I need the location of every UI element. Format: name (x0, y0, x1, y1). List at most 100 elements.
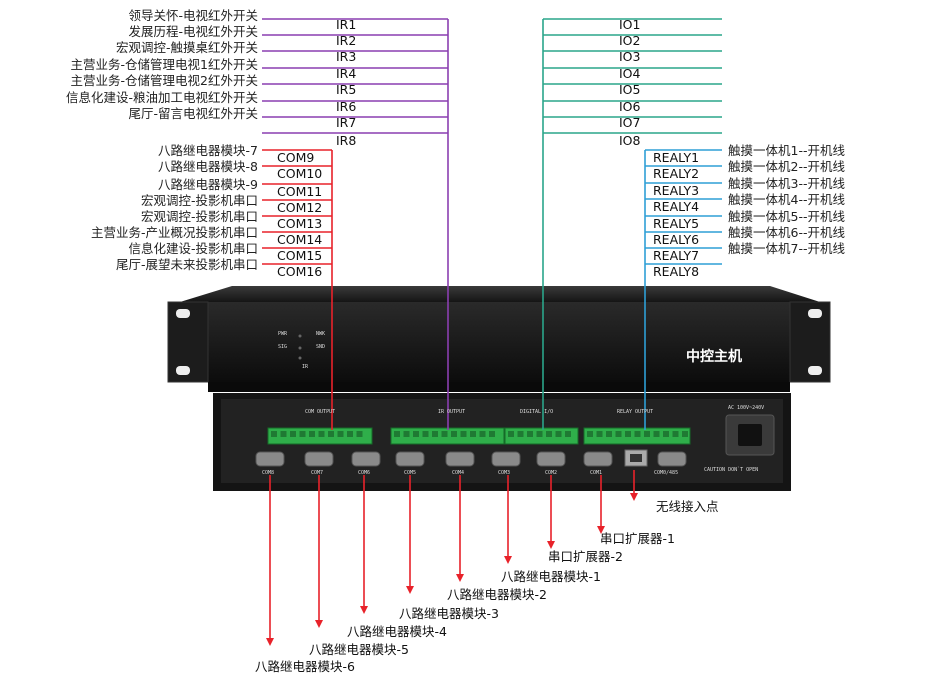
com-port-12: COM12 (277, 201, 322, 215)
terminal-screw (442, 431, 448, 437)
ir-label-3: 宏观调控-触摸桌红外开关 (116, 41, 258, 55)
relay-port-8: REALY8 (653, 265, 699, 279)
ir-label-6: 信息化建设-粮油加工电视红外开关 (66, 91, 258, 105)
terminal-screw (281, 431, 287, 437)
terminal-screw (451, 431, 457, 437)
io-port-1: IO1 (619, 18, 640, 32)
com-port-14: COM14 (277, 233, 322, 247)
dsub-label: COM8 (262, 470, 274, 476)
ir-port-3: IR3 (336, 50, 356, 64)
bottom-label-8: 串口扩展器-1 (600, 532, 675, 546)
terminal-screw (394, 431, 400, 437)
dsub-label: COM7 (311, 470, 323, 476)
dsub-connector (396, 452, 424, 466)
terminal-screw (309, 431, 315, 437)
indicator-sig: SIG (278, 344, 287, 350)
terminal-screw (404, 431, 410, 437)
io-port-8: IO8 (619, 134, 640, 148)
indicator-pwr: PWR (278, 331, 287, 337)
terminal-screw (480, 431, 486, 437)
terminal-screw (470, 431, 476, 437)
terminal-screw (338, 431, 344, 437)
bottom-label-1: 八路继电器模块-6 (255, 660, 355, 674)
terminal-screw (644, 431, 650, 437)
ir-label-7: 尾厅-留言电视红外开关 (128, 107, 258, 121)
terminal-screw (347, 431, 353, 437)
dsub-connector (537, 452, 565, 466)
terminal-screw (461, 431, 467, 437)
ir-port-1: IR1 (336, 18, 356, 32)
terminal-screw (565, 431, 571, 437)
rear-section-io: DIGITAL I/O (520, 409, 553, 415)
bottom-label-7: 串口扩展器-2 (548, 550, 623, 564)
ir-label-5: 主营业务-仓储管理电视2红外开关 (71, 74, 258, 88)
terminal-screw (663, 431, 669, 437)
dsub-connector (492, 452, 520, 466)
terminal-screw (489, 431, 495, 437)
relay-label-3: 触摸一体机3--开机线 (728, 177, 845, 191)
com-label-8: 尾厅-展望未来投影机串口 (116, 258, 258, 272)
com-port-15: COM15 (277, 249, 322, 263)
ir-label-2: 发展历程-电视红外开关 (128, 25, 258, 39)
com-label-5: 宏观调控-投影机串口 (141, 210, 258, 224)
io-port-6: IO6 (619, 100, 640, 114)
dsub-label: COM5 (404, 470, 416, 476)
io-port-4: IO4 (619, 67, 640, 81)
dsub-label: COM6 (358, 470, 370, 476)
io-port-7: IO7 (619, 116, 640, 130)
relay-label-1: 触摸一体机1--开机线 (728, 144, 845, 158)
caution-label: CAUTION DON`T OPEN (704, 467, 758, 473)
com-port-10: COM10 (277, 167, 322, 181)
com-label-3: 八路继电器模块-9 (158, 178, 258, 192)
bottom-label-6: 八路继电器模块-1 (501, 570, 601, 584)
dsub-label: COM1 (590, 470, 602, 476)
ir-label-1: 领导关怀-电视红外开关 (128, 9, 258, 23)
io-port-3: IO3 (619, 50, 640, 64)
terminal-screw (597, 431, 603, 437)
dsub-label: COM4 (452, 470, 464, 476)
ir-port-2: IR2 (336, 34, 356, 48)
relay-label-5: 触摸一体机5--开机线 (728, 210, 845, 224)
ir-port-5: IR5 (336, 83, 356, 97)
relay-port-5: REALY5 (653, 217, 699, 231)
bottom-label-5: 八路继电器模块-2 (447, 588, 547, 602)
terminal-screw (546, 431, 552, 437)
terminal-screw (423, 431, 429, 437)
terminal-screw (271, 431, 277, 437)
com-label-2: 八路继电器模块-8 (158, 160, 258, 174)
relay-port-7: REALY7 (653, 249, 699, 263)
terminal-screw (654, 431, 660, 437)
relay-port-1: REALY1 (653, 151, 699, 165)
dsub-connector (584, 452, 612, 466)
terminal-screw (357, 431, 363, 437)
com-port-16: COM16 (277, 265, 322, 279)
dsub-connector (305, 452, 333, 466)
dsub-connector (658, 452, 686, 466)
rear-section-relay: RELAY OUTPUT (617, 409, 653, 415)
relay-label-7: 触摸一体机7--开机线 (728, 242, 845, 256)
com-label-6: 主营业务-产业概况投影机串口 (91, 226, 258, 240)
com-port-11: COM11 (277, 185, 322, 199)
com-port-9: COM9 (277, 151, 314, 165)
relay-label-6: 触摸一体机6--开机线 (728, 226, 845, 240)
device-front (168, 286, 830, 392)
dsub-label: COM0/485 (654, 470, 678, 476)
dsub-label: COM3 (498, 470, 510, 476)
ir-port-8: IR8 (336, 134, 356, 148)
dsub-connector (256, 452, 284, 466)
io-port-5: IO5 (619, 83, 640, 97)
terminal-screw (625, 431, 631, 437)
indicator-snd: SND (316, 344, 325, 350)
ir-port-6: IR6 (336, 100, 356, 114)
dsub-connector (446, 452, 474, 466)
relay-label-2: 触摸一体机2--开机线 (728, 160, 845, 174)
com-label-7: 信息化建设-投影机串口 (128, 242, 258, 256)
ir-port-7: IR7 (336, 116, 356, 130)
io-port-2: IO2 (619, 34, 640, 48)
relay-port-3: REALY3 (653, 184, 699, 198)
device-rear (213, 393, 791, 491)
bottom-label-4: 八路继电器模块-3 (399, 607, 499, 621)
terminal-screw (682, 431, 688, 437)
com-port-13: COM13 (277, 217, 322, 231)
terminal-screw (587, 431, 593, 437)
